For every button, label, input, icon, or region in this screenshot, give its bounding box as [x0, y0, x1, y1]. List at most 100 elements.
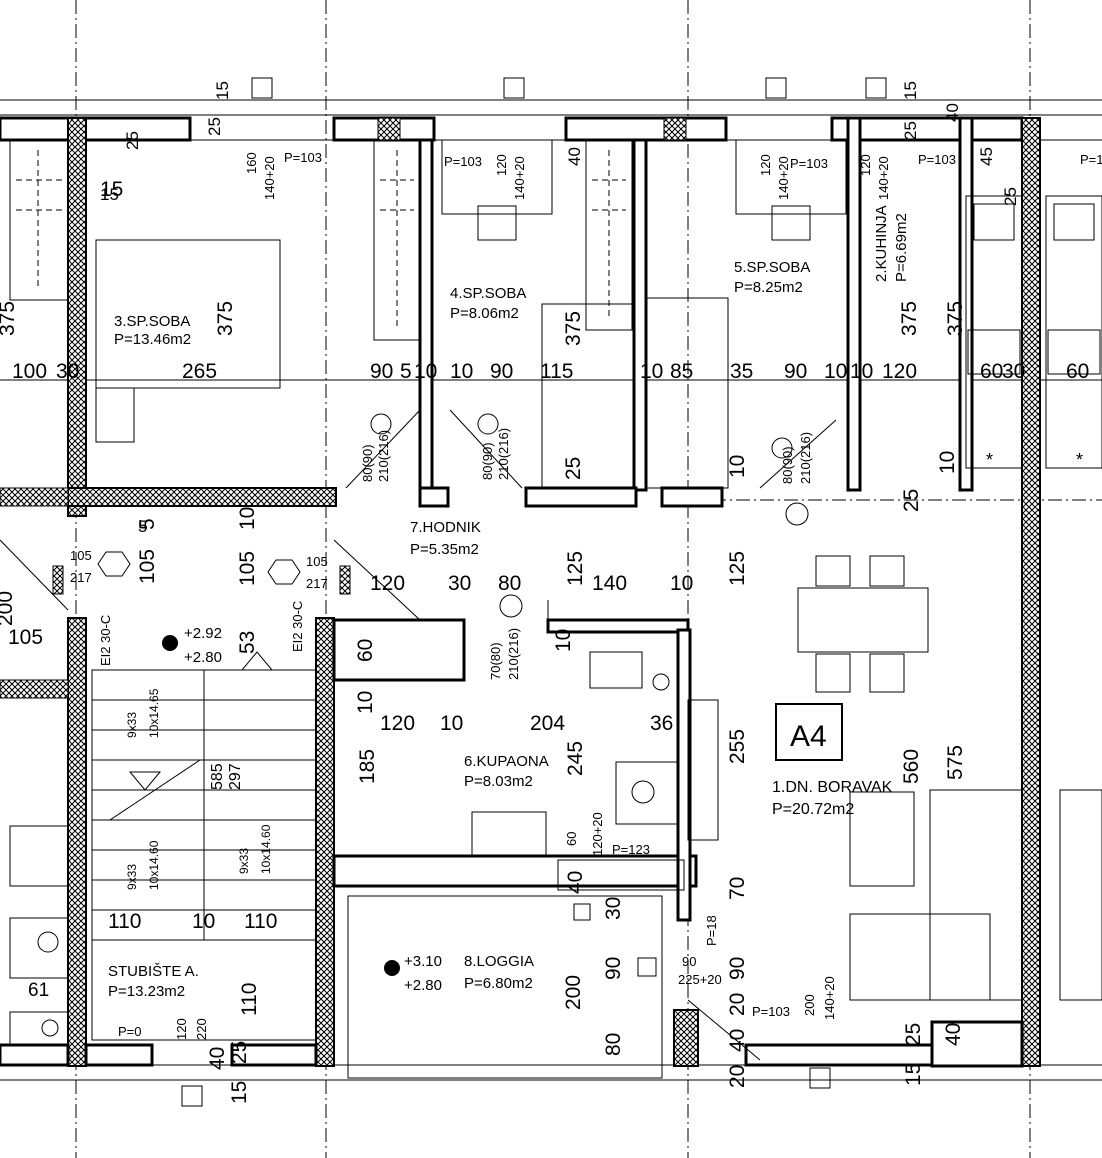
room-name: 8.LOGGIA	[464, 953, 534, 970]
room-area: P=5.35m2	[410, 541, 479, 558]
dim: 30	[56, 360, 79, 383]
window-label: 225+20	[678, 972, 722, 987]
dim: 25	[900, 489, 923, 512]
dim: 15	[902, 1063, 925, 1086]
dim: 5	[136, 518, 159, 530]
door-labels: 80(90) 210(216) 80(90) 210(216) 80(90) 2…	[360, 428, 813, 680]
extinguisher-icon	[339, 565, 351, 595]
dim: 10	[552, 629, 575, 652]
window-label: 140+20	[512, 156, 527, 200]
stair-label: 297	[227, 763, 244, 790]
dim: 15	[100, 185, 119, 204]
dim: 100	[12, 360, 47, 383]
dim: 25	[123, 131, 142, 150]
extinguisher-icon	[52, 565, 64, 595]
window-label: 220	[194, 1018, 209, 1040]
dim: 40	[564, 871, 587, 894]
door-label: 70(80)	[488, 642, 503, 680]
dim: 40	[565, 147, 584, 166]
dim: 10	[354, 691, 377, 714]
dim: 5	[138, 517, 147, 536]
stair-label: 10x14.65	[147, 688, 161, 738]
dim: 10	[414, 360, 437, 383]
dim: 30	[1002, 360, 1025, 383]
dim: 25	[228, 1041, 251, 1064]
dim: 40	[726, 1029, 749, 1052]
dim: 125	[726, 551, 749, 586]
dim: 120	[882, 360, 917, 383]
dim: 25	[902, 1023, 925, 1046]
dim: 255	[726, 729, 749, 764]
window-label: 90	[682, 954, 696, 969]
star-glyph-2: *	[1076, 450, 1083, 470]
badge-group: A4	[775, 703, 843, 761]
loggia-outline	[347, 859, 685, 1079]
dim: 375	[944, 301, 967, 336]
door-label: 210(216)	[376, 430, 391, 482]
door-label: 80(90)	[780, 446, 795, 484]
sill-label: P=103	[444, 154, 482, 169]
sill-label: P=123	[612, 842, 650, 857]
dim: 25	[901, 121, 920, 140]
door-label: 210(216)	[506, 628, 521, 680]
dim: 80	[602, 1033, 625, 1056]
dim: 80	[498, 572, 521, 595]
dim: 15	[100, 178, 123, 201]
dim: 90	[726, 957, 749, 980]
apartment-badge: A4	[790, 720, 827, 753]
dim: 185	[356, 749, 379, 784]
sill-label: P=18	[704, 915, 719, 946]
sill-label: P=0	[118, 1024, 142, 1039]
horizontal-dims: 120 30 80 140 10 120 10 204 36 110 10 11…	[0, 178, 693, 1001]
dim: 575	[944, 745, 967, 780]
window-label: 140+20	[776, 156, 791, 200]
window-label: 200	[802, 994, 817, 1016]
dim: 10	[450, 360, 473, 383]
level-markers	[162, 635, 400, 976]
partitions	[0, 116, 1024, 1068]
staircase	[91, 651, 317, 1041]
dim: 35	[730, 360, 753, 383]
room-area: P=6.80m2	[464, 975, 533, 992]
dim: 204	[530, 712, 565, 735]
dim: 90	[784, 360, 807, 383]
dim: 53	[236, 631, 259, 654]
dim: 10	[670, 572, 693, 595]
dim: 375	[562, 311, 585, 346]
room-name: STUBIŠTE A.	[108, 963, 199, 980]
room-labels: 3.SP.SOBA P=13.46m2 4.SP.SOBA P=8.06m2 5…	[108, 205, 910, 1000]
dim: 30	[448, 572, 471, 595]
room-name: 1.DN. BORAVAK	[772, 779, 893, 796]
dim: 375	[0, 301, 19, 336]
level-labels: +2.92 +2.80 +3.10 +2.80	[184, 625, 442, 994]
level-lower: +2.80	[404, 977, 442, 994]
stair-label: 9x33	[237, 848, 251, 874]
dim: 10	[440, 712, 463, 735]
grid-axes	[75, 0, 1102, 1158]
top-exterior-wall	[0, 116, 1024, 142]
dim: 115	[540, 360, 573, 383]
sill-label: P=103	[790, 156, 828, 171]
dim: 15	[228, 1081, 251, 1104]
door-label: 80(90)	[480, 442, 495, 480]
fire-label: 105	[70, 548, 92, 563]
dim: 375	[214, 301, 237, 336]
dim: 10	[850, 360, 873, 383]
dim: 105	[8, 626, 43, 649]
dim: 120	[370, 572, 405, 595]
stair-label: 10x14.60	[147, 840, 161, 890]
dim: 110	[244, 910, 277, 933]
dim: 20	[726, 1065, 749, 1088]
stair-labels: 9x33 10x14.65 9x33 10x14.60 9x33 10x14.6…	[125, 688, 273, 890]
stair-label: 9x33	[125, 864, 139, 890]
dim: 10	[236, 507, 259, 530]
top-dims: 15 25 25 40 15 25 40 45 25 15	[100, 81, 1020, 206]
dim: 30	[602, 897, 625, 920]
dim: 10	[640, 360, 663, 383]
dim: 40	[206, 1047, 229, 1070]
dim: 10	[726, 455, 749, 478]
fire-labels: EI2 30-C EI2 30-C 105 217 105 217	[70, 548, 328, 666]
dim: 60	[354, 639, 377, 662]
dim: 20	[726, 993, 749, 1016]
